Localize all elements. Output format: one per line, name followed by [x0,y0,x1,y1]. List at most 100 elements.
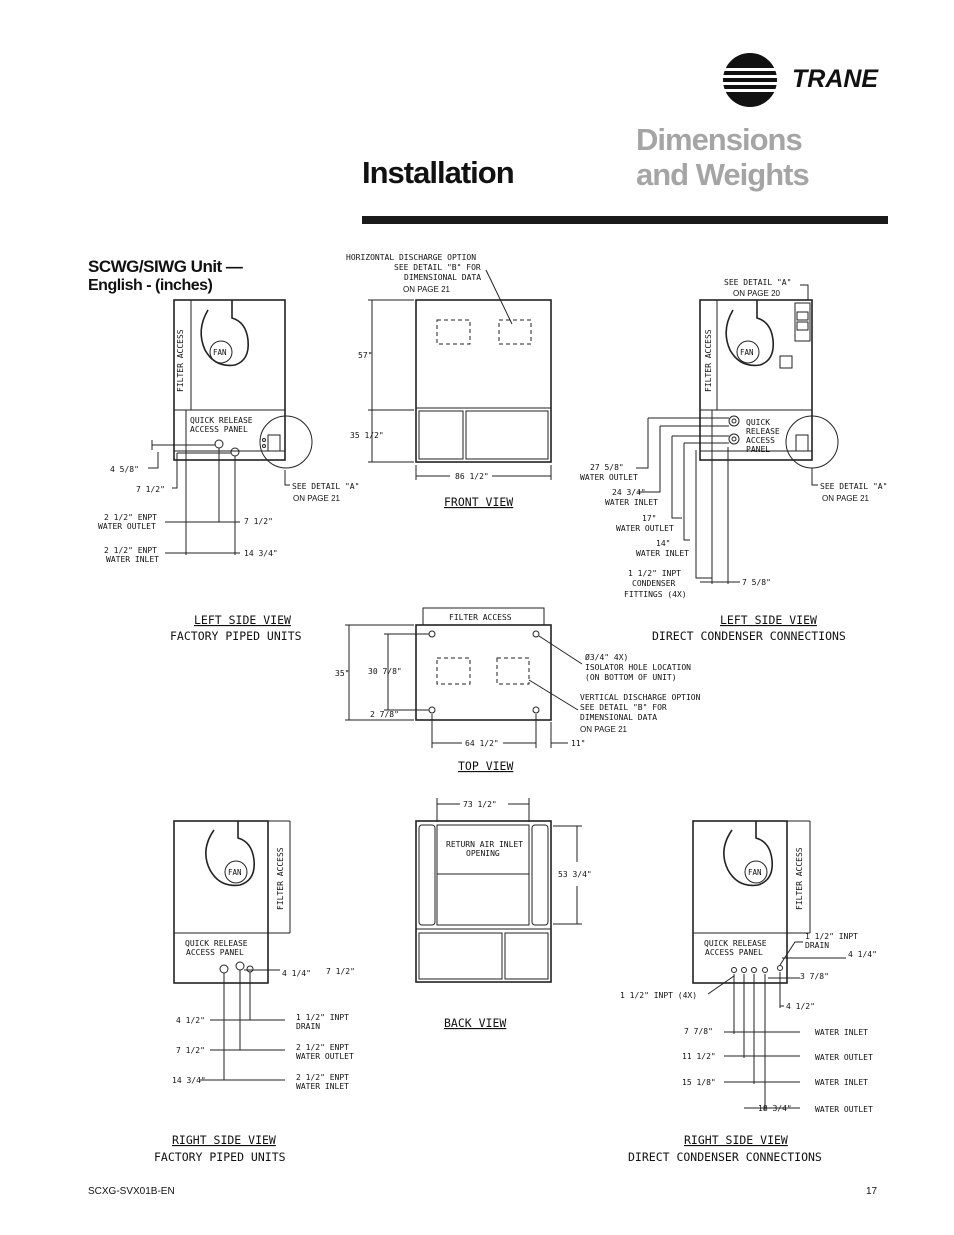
caption-left-direct: LEFT SIDE VIEW [720,613,817,627]
svg-text:4 1/2": 4 1/2" [786,1002,815,1011]
svg-text:DRAIN: DRAIN [805,941,829,950]
svg-text:86 1/2": 86 1/2" [455,472,489,481]
svg-text:4 1/4": 4 1/4" [282,969,311,978]
svg-text:ACCESS PANEL: ACCESS PANEL [705,948,763,957]
svg-text:DIRECT CONDENSER CONNECTIONS: DIRECT CONDENSER CONNECTIONS [652,629,846,643]
svg-text:7 7/8": 7 7/8" [684,1027,713,1036]
svg-text:WATER OUTLET: WATER OUTLET [815,1105,873,1114]
svg-text:QUICK: QUICK [746,418,770,427]
svg-text:FILTER ACCESS: FILTER ACCESS [795,847,804,910]
svg-text:1 1/2" INPT: 1 1/2" INPT [296,1013,349,1022]
svg-text:30 7/8": 30 7/8" [368,667,402,676]
filter-access-label: FILTER ACCESS [176,329,185,392]
svg-text:WATER OUTLET: WATER OUTLET [580,473,638,482]
svg-text:SEE DETAIL "A": SEE DETAIL "A" [724,278,791,287]
svg-text:WATER OUTLET: WATER OUTLET [296,1052,354,1061]
fan-icon [736,340,760,364]
svg-text:ON PAGE 21: ON PAGE 21 [580,725,628,734]
left-side-view: FAN FILTER ACCESS QUICK RELEASE ACCESS P… [98,299,359,643]
svg-text:WATER INLET: WATER INLET [636,549,689,558]
svg-text:DIRECT CONDENSER CONNECTIONS: DIRECT CONDENSER CONNECTIONS [628,1150,822,1164]
svg-text:2 1/2" ENPT: 2 1/2" ENPT [296,1073,349,1082]
svg-text:SEE DETAIL "B" FOR: SEE DETAIL "B" FOR [394,263,481,272]
svg-text:73 1/2": 73 1/2" [463,800,497,809]
page-number: 17 [866,1186,878,1197]
section-title: Installation [362,155,515,190]
svg-text:2 1/2" ENPT: 2 1/2" ENPT [104,513,157,522]
svg-text:SEE DETAIL "B" FOR: SEE DETAIL "B" FOR [580,703,667,712]
svg-text:FACTORY PIPED UNITS: FACTORY PIPED UNITS [154,1150,286,1164]
svg-text:FAN: FAN [228,868,242,877]
svg-text:3 7/8": 3 7/8" [800,972,829,981]
svg-text:15 1/8": 15 1/8" [682,1078,716,1087]
svg-text:WATER OUTLET: WATER OUTLET [616,524,674,533]
top-view: FILTER ACCESS 35" 30 7/8" 2 7/8" Ø3/4" 4… [335,607,701,773]
svg-text:7 1/2": 7 1/2" [326,967,355,976]
svg-text:ACCESS: ACCESS [746,436,775,445]
fan-icon [224,860,248,884]
svg-text:ON PAGE 21: ON PAGE 21 [822,494,870,503]
left-side-direct-view: SEE DETAIL "A" ON PAGE 20 FAN FILTER ACC… [580,278,887,643]
svg-text:ON PAGE 21: ON PAGE 21 [403,285,451,294]
trane-logo: TRANE [722,52,892,108]
fan-label: FAN [213,348,227,357]
svg-text:ACCESS PANEL: ACCESS PANEL [186,948,244,957]
svg-text:SEE DETAIL "A": SEE DETAIL "A" [820,482,887,491]
caption-left-side: LEFT SIDE VIEW [194,613,291,627]
right-side-view: FAN FILTER ACCESS QUICK RELEASE ACCESS P… [154,820,355,1164]
svg-text:1 1/2" INPT: 1 1/2" INPT [805,932,858,941]
svg-text:2 1/2" ENPT: 2 1/2" ENPT [104,546,157,555]
fan-icon [744,860,768,884]
svg-text:ON PAGE 20: ON PAGE 20 [733,289,781,298]
svg-text:4 1/4": 4 1/4" [848,950,877,959]
svg-text:35": 35" [335,669,349,678]
svg-text:FILTER ACCESS: FILTER ACCESS [449,613,512,622]
svg-text:DIMENSIONAL DATA: DIMENSIONAL DATA [580,713,657,722]
svg-text:DIMENSIONAL DATA: DIMENSIONAL DATA [404,273,481,282]
svg-text:WATER INLET: WATER INLET [815,1078,868,1087]
svg-text:4 5/8": 4 5/8" [110,465,139,474]
unit-subtitle: English - (inches) [88,277,213,294]
svg-text:2 1/2" ENPT: 2 1/2" ENPT [296,1043,349,1052]
page-title-line2: and Weights [636,157,810,192]
svg-text:PANEL: PANEL [746,445,770,454]
svg-text:57": 57" [358,351,372,360]
svg-text:1 1/2" INPT: 1 1/2" INPT [628,569,681,578]
header-rule [362,216,888,224]
caption-back: BACK VIEW [444,1016,506,1030]
svg-text:18 3/4": 18 3/4" [758,1104,792,1113]
svg-text:WATER INLET: WATER INLET [815,1028,868,1037]
svg-text:HORIZONTAL DISCHARGE OPTION: HORIZONTAL DISCHARGE OPTION [346,253,476,262]
svg-text:WATER OUTLET: WATER OUTLET [98,522,156,531]
svg-text:WATER OUTLET: WATER OUTLET [815,1053,873,1062]
svg-text:QUICK RELEASE: QUICK RELEASE [185,939,248,948]
svg-text:35 1/2": 35 1/2" [350,431,384,440]
svg-text:14 3/4": 14 3/4" [172,1076,206,1085]
svg-text:FACTORY PIPED UNITS: FACTORY PIPED UNITS [170,629,302,643]
svg-text:FILTER ACCESS: FILTER ACCESS [276,847,285,910]
svg-text:RETURN AIR INLET: RETURN AIR INLET [446,840,523,849]
svg-text:14": 14" [656,539,670,548]
unit-title: SCWG/SIWG Unit — [88,257,243,276]
svg-text:WATER INLET: WATER INLET [106,555,159,564]
detail-a-callout [259,415,313,469]
svg-text:24 3/4": 24 3/4" [612,488,646,497]
svg-text:QUICK RELEASE: QUICK RELEASE [704,939,767,948]
svg-text:OPENING: OPENING [466,849,500,858]
svg-text:FAN: FAN [748,868,762,877]
doc-number: SCXG-SVX01B-EN [88,1186,175,1197]
svg-text:DRAIN: DRAIN [296,1022,320,1031]
svg-text:(ON BOTTOM OF UNIT): (ON BOTTOM OF UNIT) [585,673,677,682]
svg-text:7 1/2": 7 1/2" [244,517,273,526]
svg-text:VERTICAL DISCHARGE OPTION: VERTICAL DISCHARGE OPTION [580,693,701,702]
front-view: HORIZONTAL DISCHARGE OPTION SEE DETAIL "… [346,253,552,509]
page-title-line1: Dimensions [636,122,803,157]
svg-text:7 1/2": 7 1/2" [136,485,165,494]
back-view: 73 1/2" RETURN AIR INLET OPENING 53 3/4"… [415,798,592,1030]
svg-text:11 1/2": 11 1/2" [682,1052,716,1061]
brand-name: TRANE [792,65,879,93]
svg-text:2 7/8": 2 7/8" [370,710,399,719]
svg-text:4 1/2": 4 1/2" [176,1016,205,1025]
caption-front: FRONT VIEW [444,495,513,509]
